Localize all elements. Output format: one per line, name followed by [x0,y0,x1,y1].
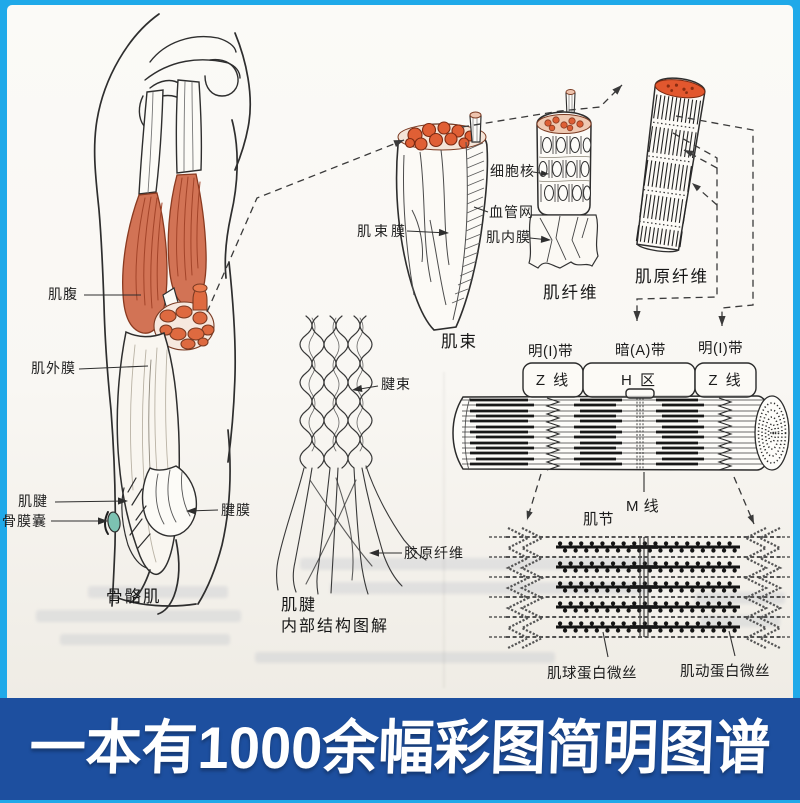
bleed-through-text [88,586,228,598]
caption-muscle-fiber: 肌纤维 [543,284,599,302]
myofibril-figure [635,77,706,253]
label-z-line-right: Z 线 [708,372,743,389]
label-light-band-left: 明(I)带 [528,344,574,360]
caption-fascicle: 肌束 [441,333,478,351]
label-z-line-left: Z 线 [535,372,571,389]
arrowheads [98,85,754,557]
label-h-zone: H 区 [620,372,657,389]
label-collagen-fiber: 胶原纤维 [404,545,464,561]
caption-tendon-structure: 内部结构图解 [281,618,390,635]
caption-tendon: 肌腱 [281,597,318,614]
page-gutter-line [443,372,445,688]
label-actin-filament: 肌动蛋白微丝 [680,664,770,680]
bleed-through-text [255,652,555,663]
label-vascular-network: 血管网 [489,204,534,220]
label-myosin-filament: 肌球蛋白微丝 [547,666,637,682]
banner-title: 一本有1000余幅彩图简明图谱 [28,714,772,781]
arm-figure [93,13,252,615]
tendon-figure [276,315,427,595]
band-bracket-tabs [522,362,757,399]
label-tendon-bundle: 腱束 [381,376,411,392]
fascicle-figure [395,111,489,331]
muscle-fiber-figure [528,89,599,269]
band-cylinder-figure [452,362,790,492]
label-periosteal-sac: 骨膜囊 [2,513,47,529]
label-muscle-belly: 肌腹 [48,286,78,302]
periosteal-sac-shape [107,511,121,533]
label-dark-band: 暗(A)带 [615,343,666,359]
label-epimysium: 肌外膜 [31,360,76,376]
sarcomere-figure [489,527,792,658]
label-perimysium: 肌束膜 [357,223,408,239]
cell-nuclei [538,137,592,201]
label-m-line: M 线 [626,498,660,515]
promo-banner: 一本有1000余幅彩图简明图谱 [0,698,800,800]
bleed-through-text [36,610,241,622]
label-sarcomere: 肌节 [583,511,615,528]
label-endomysium: 肌内膜 [486,229,531,245]
label-light-band-right: 明(I)带 [698,341,744,357]
muscle-cross-section [153,283,215,351]
fascicle-cross-section [404,121,476,151]
label-aponeurosis: 腱膜 [221,502,251,518]
protruding-fiber [469,111,482,143]
bleed-through-text [695,592,785,604]
stippled-end-cap [754,395,790,471]
label-cell-nucleus: 细胞核 [490,163,535,179]
bleed-through-text [60,634,230,645]
caption-skeletal-muscle: 骨骼肌 [106,588,162,606]
label-tendon: 肌腱 [18,493,48,509]
caption-myofibril: 肌原纤维 [635,268,709,286]
